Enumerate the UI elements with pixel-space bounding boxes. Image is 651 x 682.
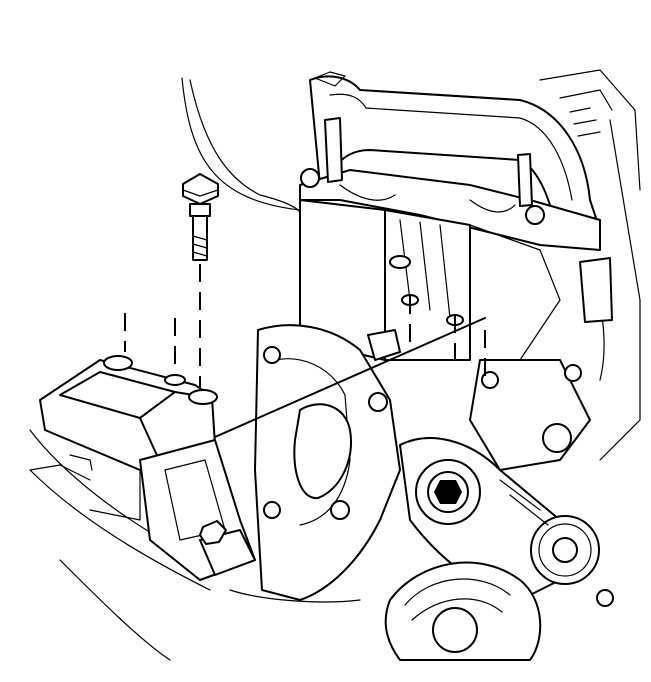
bolt-head: [182, 173, 219, 205]
alignment-leader: [214, 317, 486, 438]
bracket-bolt-b: [564, 364, 582, 382]
lower-bolt: [596, 589, 614, 607]
manifold-stud-left: [300, 168, 320, 188]
bracket-bore-1: [389, 255, 411, 269]
mount-hole-2: [164, 374, 186, 386]
engine-block-outline: [29, 69, 641, 661]
mount-nut: [199, 520, 227, 545]
mount-bolt-hole: [188, 389, 218, 405]
cover-bolt-3: [330, 500, 350, 520]
cover-bolt-4: [368, 392, 388, 412]
manifold-stud-right: [525, 205, 545, 225]
engine-mount: [29, 355, 256, 581]
tensioner-nut: [434, 480, 462, 504]
idler-bolt: [542, 423, 572, 453]
bolt-flange: [189, 203, 211, 217]
cover-tab: [367, 329, 401, 361]
mounting-bracket: [299, 199, 561, 361]
timing-cover: [254, 324, 401, 601]
cover-bolt-1: [263, 346, 281, 364]
cover-bolt-2: [263, 501, 281, 519]
belt-tensioner: [399, 437, 600, 601]
alignment-lines: [124, 264, 486, 438]
intake-manifold: [299, 71, 601, 251]
mount-hole-1: [103, 355, 133, 371]
accessory-bracket: [469, 257, 613, 471]
crank-pulley: [384, 561, 614, 661]
mount-bolt: [182, 173, 219, 261]
